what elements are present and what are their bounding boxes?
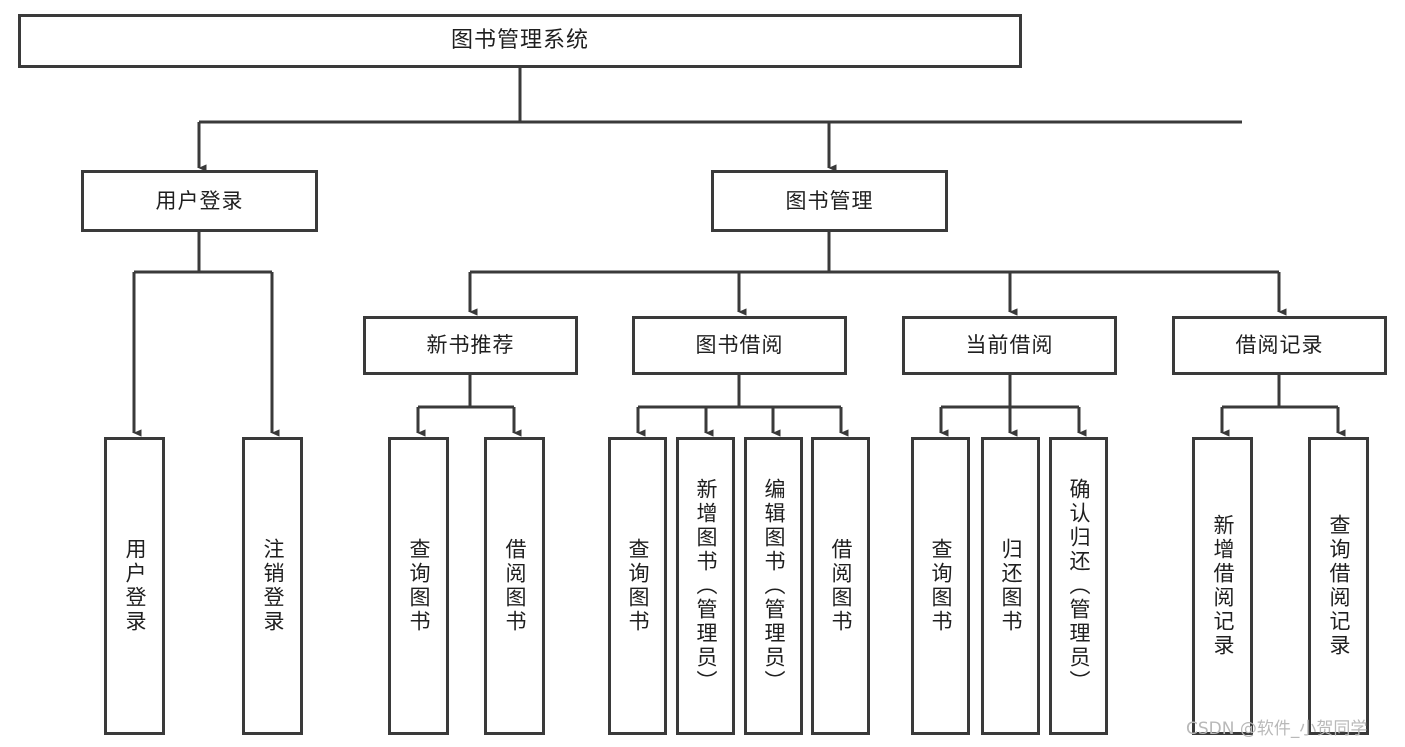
leaf-query-book-borrow[interactable]: 查询图书 [608, 437, 667, 735]
node-label: 新书推荐 [426, 333, 515, 358]
leaf-borrow-book[interactable]: 借阅图书 [811, 437, 870, 735]
node-book-management[interactable]: 图书管理 [711, 170, 948, 232]
leaf-edit-book-admin[interactable]: 编辑图书（管理员） [744, 437, 803, 735]
node-label: 用户登录 [155, 188, 244, 213]
node-label: 查询图书 [929, 538, 953, 634]
node-label: 新增图书（管理员） [694, 478, 718, 694]
node-label: 查询图书 [626, 538, 650, 634]
node-label: 借阅记录 [1235, 333, 1324, 358]
node-user-login[interactable]: 用户登录 [81, 170, 318, 232]
node-label: 归还图书 [999, 538, 1023, 634]
leaf-return-book[interactable]: 归还图书 [981, 437, 1040, 735]
node-label: 图书管理 [785, 188, 874, 213]
leaf-logout-login[interactable]: 注销登录 [242, 437, 303, 735]
node-label: 用户登录 [123, 538, 147, 634]
node-borrowing-record[interactable]: 借阅记录 [1172, 316, 1387, 375]
node-new-book-recommendation[interactable]: 新书推荐 [363, 316, 578, 375]
leaf-confirm-return-admin[interactable]: 确认归还（管理员） [1049, 437, 1108, 735]
leaf-query-book-current[interactable]: 查询图书 [911, 437, 970, 735]
node-label: 借阅图书 [503, 538, 527, 634]
node-current-borrowing[interactable]: 当前借阅 [902, 316, 1117, 375]
node-label: 查询借阅记录 [1327, 514, 1351, 658]
node-book-borrowing[interactable]: 图书借阅 [632, 316, 847, 375]
leaf-add-book-admin[interactable]: 新增图书（管理员） [676, 437, 735, 735]
node-label: 图书管理系统 [450, 28, 589, 54]
leaf-user-login[interactable]: 用户登录 [104, 437, 165, 735]
node-label: 新增借阅记录 [1211, 514, 1235, 658]
leaf-query-book-recommend[interactable]: 查询图书 [388, 437, 449, 735]
node-label: 编辑图书（管理员） [762, 478, 786, 694]
leaf-query-borrow-record[interactable]: 查询借阅记录 [1308, 437, 1369, 735]
watermark-text: CSDN @软件_小贺同学 [1186, 719, 1368, 739]
leaf-add-borrow-record[interactable]: 新增借阅记录 [1192, 437, 1253, 735]
node-label: 当前借阅 [965, 333, 1054, 358]
node-label: 借阅图书 [829, 538, 853, 634]
node-label: 查询图书 [407, 538, 431, 634]
leaf-borrow-book-recommend[interactable]: 借阅图书 [484, 437, 545, 735]
node-label: 图书借阅 [695, 333, 784, 358]
node-label: 确认归还（管理员） [1067, 478, 1091, 694]
node-label: 注销登录 [261, 538, 285, 634]
node-book-management-system[interactable]: 图书管理系统 [18, 14, 1022, 68]
